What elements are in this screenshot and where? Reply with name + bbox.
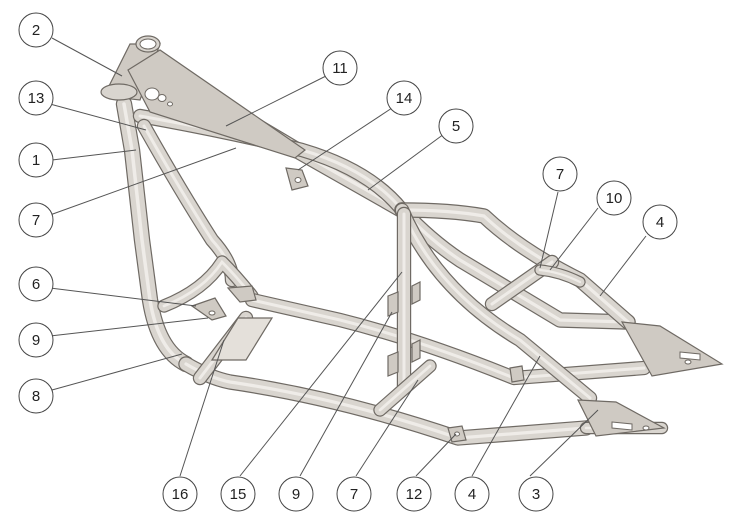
seat-loop-6-tube-hi xyxy=(162,259,254,308)
front-downtube-1-tube xyxy=(115,95,195,373)
callout-14: 14 xyxy=(386,80,422,116)
rear-cross-10-tube xyxy=(534,264,586,288)
rear-lower-left-tube xyxy=(394,202,598,406)
callout-2: 2 xyxy=(18,12,54,48)
callout-13-label: 13 xyxy=(28,90,45,107)
callout-7-left: 7 xyxy=(18,202,54,238)
callout-16: 16 xyxy=(162,476,198,512)
cross-rail-upper-tube-hi xyxy=(250,298,646,380)
callout-2-label: 2 xyxy=(32,22,40,39)
callout-13: 13 xyxy=(18,80,54,116)
callout-9-bottom: 9 xyxy=(278,476,314,512)
callout-14-label: 14 xyxy=(396,90,413,107)
callout-7-right: 7 xyxy=(542,156,578,192)
callout-12-label: 12 xyxy=(406,486,423,503)
callout-9-left-label: 9 xyxy=(32,332,40,349)
callout-4-top-label: 4 xyxy=(656,214,664,231)
callout-7-left-label: 7 xyxy=(32,212,40,229)
rear-top-tube-left-tube xyxy=(394,202,636,330)
callout-8: 8 xyxy=(18,378,54,414)
callout-7-bottom: 7 xyxy=(336,476,372,512)
callout-5-label: 5 xyxy=(452,118,460,135)
callout-9-bottom-label: 9 xyxy=(292,486,300,503)
seat-post-rail-tube-hi xyxy=(378,364,432,412)
callout-15-label: 15 xyxy=(230,486,247,503)
callouts: 2 13 1 7 6 9 8 11 xyxy=(18,12,678,512)
callout-4-top: 4 xyxy=(642,204,678,240)
callout-11-label: 11 xyxy=(332,60,348,77)
callout-7-right-label: 7 xyxy=(556,166,564,183)
neck-gusset-plate xyxy=(127,49,307,159)
callout-15: 15 xyxy=(220,476,256,512)
callout-8-label: 8 xyxy=(32,388,40,405)
callout-4-bottom-label: 4 xyxy=(468,486,476,503)
callout-11: 11 xyxy=(322,50,358,86)
seat-loop-6-tube xyxy=(157,255,259,313)
seat-bracket xyxy=(190,285,257,321)
callout-1: 1 xyxy=(18,142,54,178)
callout-7-bottom-label: 7 xyxy=(350,486,358,503)
rear-lower-left-tube-hi xyxy=(400,208,592,400)
rear-axle-plates xyxy=(577,321,724,437)
callout-12: 12 xyxy=(396,476,432,512)
seat-post-rail-tube xyxy=(373,359,437,417)
tab-12 xyxy=(447,365,525,443)
center-tabs xyxy=(387,281,421,377)
leader-lines xyxy=(49,37,647,477)
callout-10-label: 10 xyxy=(606,190,623,207)
cross-rail-upper-tube xyxy=(244,292,652,386)
rear-cross-10-tube-hi xyxy=(538,268,582,284)
front-downtube-1-tube-hi xyxy=(122,102,188,366)
callout-6: 6 xyxy=(18,266,54,302)
cross-member-16 xyxy=(210,317,274,361)
callout-16-label: 16 xyxy=(172,486,189,503)
rear-top-tube-left-tube-hi xyxy=(400,208,630,324)
callout-4-bottom: 4 xyxy=(454,476,490,512)
callout-3: 3 xyxy=(518,476,554,512)
callout-9-left: 9 xyxy=(18,322,54,358)
callout-1-label: 1 xyxy=(32,152,40,169)
callout-3-label: 3 xyxy=(532,486,540,503)
tab-14 xyxy=(285,167,309,191)
callout-10: 10 xyxy=(596,180,632,216)
callout-6-label: 6 xyxy=(32,276,40,293)
callout-5: 5 xyxy=(438,108,474,144)
